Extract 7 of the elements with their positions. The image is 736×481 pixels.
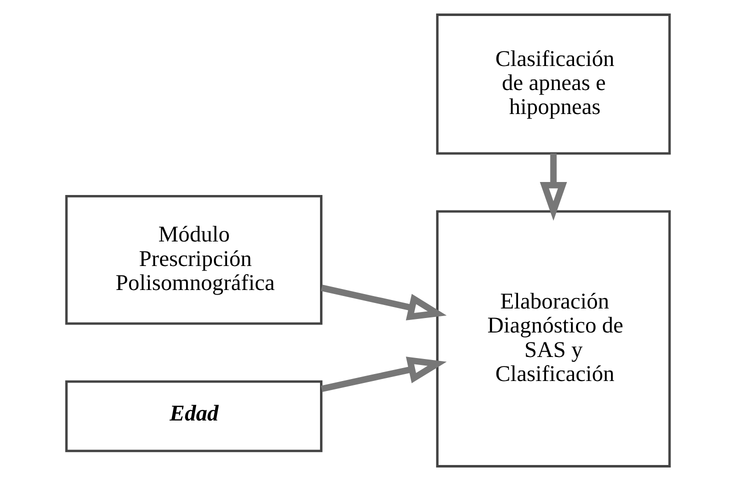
node-box: Módulo Prescripción Polisomnográfica: [65, 194, 322, 325]
node-box: Edad: [65, 380, 322, 452]
node-box: Clasificación de apneas e hipopneas: [436, 14, 671, 155]
arrow: [320, 356, 447, 392]
arrow: [320, 284, 447, 320]
arrow: [540, 153, 568, 221]
node-box: Elaboración Diagnóstico de SAS y Clasificación: [436, 210, 671, 468]
